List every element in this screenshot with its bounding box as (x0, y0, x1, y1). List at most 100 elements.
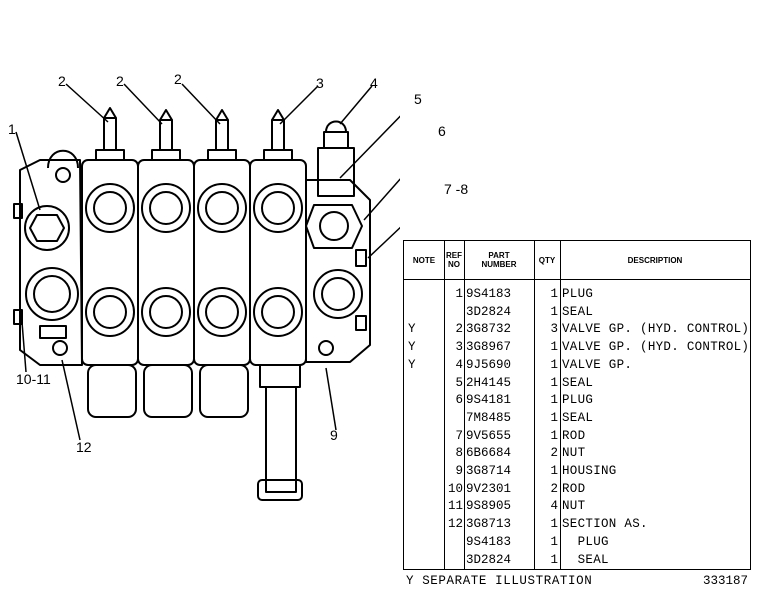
cell-part: 3D2824 (466, 304, 512, 319)
cell-note: Y (408, 340, 416, 355)
cell-qty: 1 (550, 304, 558, 319)
plug-port (24, 205, 70, 251)
cell-note: Y (408, 357, 416, 372)
cell-ref: 4 (455, 357, 463, 372)
cell-qty: 1 (550, 375, 558, 390)
cell-ref: 9 (455, 464, 463, 478)
cell-qty: 1 (550, 287, 558, 301)
cell-desc: PLUG (562, 534, 609, 549)
cell-part: 2H4145 (466, 375, 512, 390)
valve-section-3 (193, 109, 251, 418)
cell-desc: HOUSING (562, 464, 617, 478)
cell-part: 6B6684 (466, 446, 512, 461)
cell-qty: 3 (550, 322, 558, 337)
cell-desc: VALVE GP. (HYD. CONTROL) (562, 340, 750, 355)
valve-section-4 (249, 109, 307, 501)
mounting-ear-top (47, 149, 79, 169)
left-end-plate (19, 159, 83, 366)
cell-qty: 1 (550, 428, 558, 443)
cell-qty: 1 (550, 410, 558, 425)
base-nut (39, 325, 67, 339)
callout-2c: 2 (174, 71, 182, 87)
cell-qty: 2 (550, 446, 558, 461)
header-qty: QTY (538, 255, 556, 265)
cell-part: 3G8967 (466, 340, 512, 355)
cell-ref: 2 (455, 322, 463, 337)
cell-desc: SEAL (562, 375, 594, 390)
callout-2b: 2 (116, 73, 124, 89)
cell-part: 3G8732 (466, 322, 512, 337)
parts-list-table: NOTE REF NO PART NUMBER QTY DESCRIPTION … (403, 240, 751, 570)
cell-qty: 2 (550, 481, 558, 496)
callout-12: 12 (76, 439, 92, 455)
cell-part: 7M8485 (466, 410, 512, 425)
header-note: NOTE (412, 255, 436, 265)
callout-2a: 2 (58, 73, 66, 89)
cell-desc: SEAL (562, 410, 594, 425)
cell-qty: 1 (550, 357, 558, 372)
mounting-hole-bottom (52, 340, 68, 356)
cell-desc: ROD (562, 428, 586, 443)
cell-desc: NUT (562, 499, 586, 514)
header-desc: DESCRIPTION (627, 255, 683, 265)
control-valve-illustration (13, 83, 400, 501)
table-row: 3D2824 1 SEAL (404, 303, 752, 321)
cell-desc: SEAL (562, 552, 609, 567)
cell-desc: PLUG (562, 393, 594, 408)
cell-qty: 1 (550, 393, 558, 408)
header-part: PART NUMBER (481, 251, 517, 269)
callout-7-8: 7 -8 (444, 181, 469, 197)
cell-ref: 12 (447, 517, 463, 532)
tie-rod-nut-right (355, 249, 367, 267)
callout-3: 3 (316, 75, 324, 91)
cell-ref: 8 (455, 446, 463, 461)
right-plug-hex (305, 204, 363, 249)
cell-desc: NUT (562, 446, 586, 461)
header-ref: REF NO (446, 251, 462, 269)
cell-desc: VALVE GP. (HYD. CONTROL) (562, 322, 750, 337)
cell-ref: 3 (455, 340, 463, 355)
illustration-number: 333187 (703, 574, 749, 588)
plug-hex (29, 214, 65, 242)
valve-section-1 (81, 107, 139, 418)
cell-desc: PLUG (562, 287, 594, 301)
cell-part: 9S4181 (466, 393, 512, 408)
cell-ref: 7 (455, 428, 463, 443)
cell-desc: VALVE GP. (562, 357, 633, 372)
cell-part: 3G8714 (466, 464, 512, 478)
cell-part: 9V2301 (466, 481, 512, 496)
callout-5: 5 (414, 91, 422, 107)
cell-ref: 11 (447, 499, 463, 514)
cell-note: Y (408, 322, 416, 337)
cell-qty: 4 (550, 499, 558, 514)
callout-4: 4 (370, 75, 378, 91)
cell-qty: 1 (550, 340, 558, 355)
cell-qty: 1 (550, 464, 558, 478)
cell-qty: 1 (550, 517, 558, 532)
relief-valve (317, 120, 355, 197)
cell-ref: 10 (447, 481, 463, 496)
cell-ref: 1 (455, 287, 463, 301)
cell-ref: 6 (455, 393, 463, 408)
table-row: 7M8485 1 SEAL (404, 409, 752, 427)
table-header: NOTE REF NO PART NUMBER QTY DESCRIPTION (404, 241, 750, 280)
port-left-lower (25, 267, 79, 321)
cell-desc: SECTION AS. (562, 517, 648, 532)
cell-part: 3G8713 (466, 517, 512, 532)
footer-note: Y SEPARATE ILLUSTRATION (406, 574, 593, 588)
callout-1: 1 (8, 121, 16, 137)
port-right-lower (313, 269, 363, 319)
cell-part: 9S4183 (466, 287, 512, 301)
cell-desc: SEAL (562, 304, 594, 319)
